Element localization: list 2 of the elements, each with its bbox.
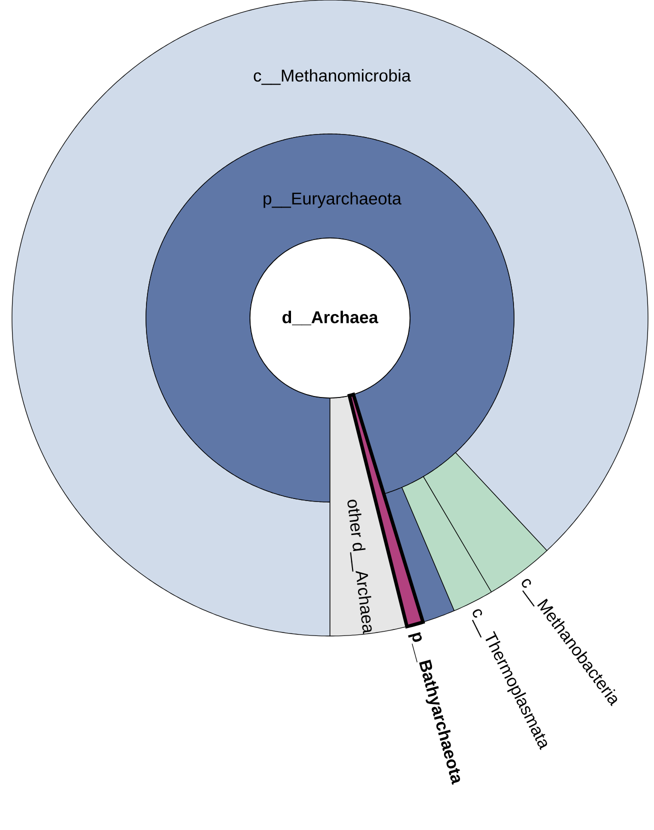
- sunburst-segment: other d__Archaea: [330, 395, 408, 636]
- sunburst-segment: d__Archaea: [250, 238, 410, 398]
